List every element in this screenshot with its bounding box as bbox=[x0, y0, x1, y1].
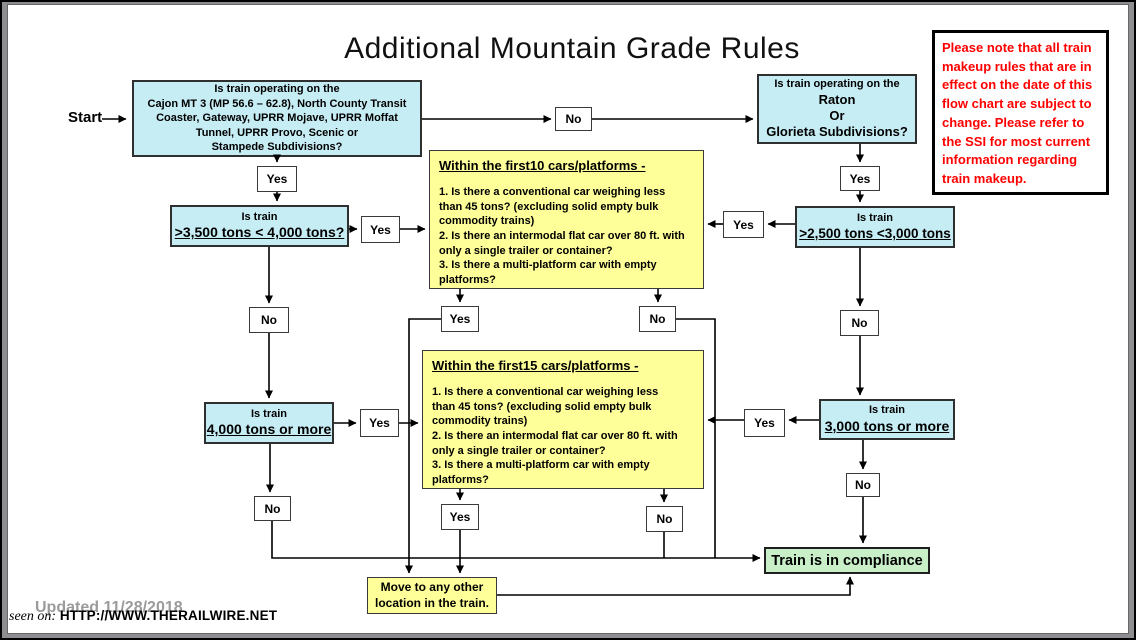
label-no-first15: No bbox=[646, 506, 683, 532]
label-no-first10: No bbox=[639, 306, 676, 332]
t2500-line1: Is train bbox=[856, 212, 894, 225]
label-no-subdivisions: No bbox=[555, 107, 592, 131]
label-no-2500: No bbox=[840, 310, 879, 336]
node-train-in-compliance: Train is in compliance bbox=[764, 547, 930, 574]
subdivision-question-text: Is train operating on the Cajon MT 3 (MP… bbox=[147, 82, 407, 154]
first10-heading: Within the first10 cars/platforms - bbox=[439, 158, 646, 173]
t3500-line2: >3,500 tons < 4,000 tons? bbox=[174, 224, 345, 241]
node-3500-4000-tons: Is train >3,500 tons < 4,000 tons? bbox=[170, 205, 349, 247]
first15-body: 1. Is there a conventional car weighing … bbox=[432, 386, 678, 486]
node-move-location: Move to any other location in the train. bbox=[367, 577, 497, 614]
label-yes-3000: Yes bbox=[744, 409, 785, 437]
label-no-4000: No bbox=[254, 496, 291, 521]
watermark-prefix: seen on: bbox=[9, 609, 57, 624]
label-yes-subdivisions: Yes bbox=[257, 166, 297, 192]
node-first15-cars-check: Within the first15 cars/platforms - 1. I… bbox=[422, 350, 704, 489]
t4000-line1: Is train bbox=[250, 407, 288, 420]
t4000-line2: 4,000 tons or more bbox=[206, 421, 332, 438]
label-no-3000: No bbox=[846, 473, 880, 497]
first15-heading: Within the first15 cars/platforms - bbox=[432, 358, 639, 373]
label-yes-raton: Yes bbox=[840, 166, 880, 191]
start-label: Start bbox=[68, 109, 103, 126]
page-title: Additional Mountain Grade Rules bbox=[344, 32, 800, 65]
node-subdivision-question: Is train operating on the Cajon MT 3 (MP… bbox=[132, 80, 422, 157]
t3500-line1: Is train bbox=[241, 210, 278, 223]
label-yes-4000: Yes bbox=[360, 409, 399, 437]
watermark: seen on: HTTP://WWW.THERAILWIRE.NET bbox=[9, 608, 277, 625]
watermark-url: HTTP://WWW.THERAILWIRE.NET bbox=[59, 608, 278, 623]
makeup-rules-note: Please note that all train makeup rules … bbox=[932, 30, 1109, 195]
updated-date-text: Updated 11/28/2018 bbox=[35, 599, 183, 616]
label-yes-2500: Yes bbox=[723, 211, 764, 238]
t3000-line2: 3,000 tons or more bbox=[824, 417, 950, 434]
t2500-line2: >2,500 tons <3,000 tons bbox=[799, 225, 951, 241]
label-yes-first15: Yes bbox=[441, 504, 479, 530]
node-2500-3000-tons: Is train >2,500 tons <3,000 tons bbox=[795, 206, 955, 248]
raton-question-rest: Raton Or Glorieta Subdivisions? bbox=[766, 92, 908, 139]
raton-question-line1: Is train operating on the bbox=[774, 78, 900, 91]
label-yes-3500: Yes bbox=[361, 216, 400, 243]
node-first10-cars-check: Within the first10 cars/platforms - 1. I… bbox=[429, 150, 704, 289]
node-4000-tons-or-more: Is train 4,000 tons or more bbox=[204, 402, 334, 444]
node-raton-question: Is train operating on the Raton Or Glori… bbox=[757, 74, 917, 144]
first10-body: 1. Is there a conventional car weighing … bbox=[439, 186, 685, 286]
node-3000-tons-or-more: Is train 3,000 tons or more bbox=[819, 399, 955, 440]
label-no-3500: No bbox=[249, 307, 289, 333]
t3000-line1: Is train bbox=[868, 404, 906, 417]
label-yes-first10: Yes bbox=[441, 306, 479, 332]
